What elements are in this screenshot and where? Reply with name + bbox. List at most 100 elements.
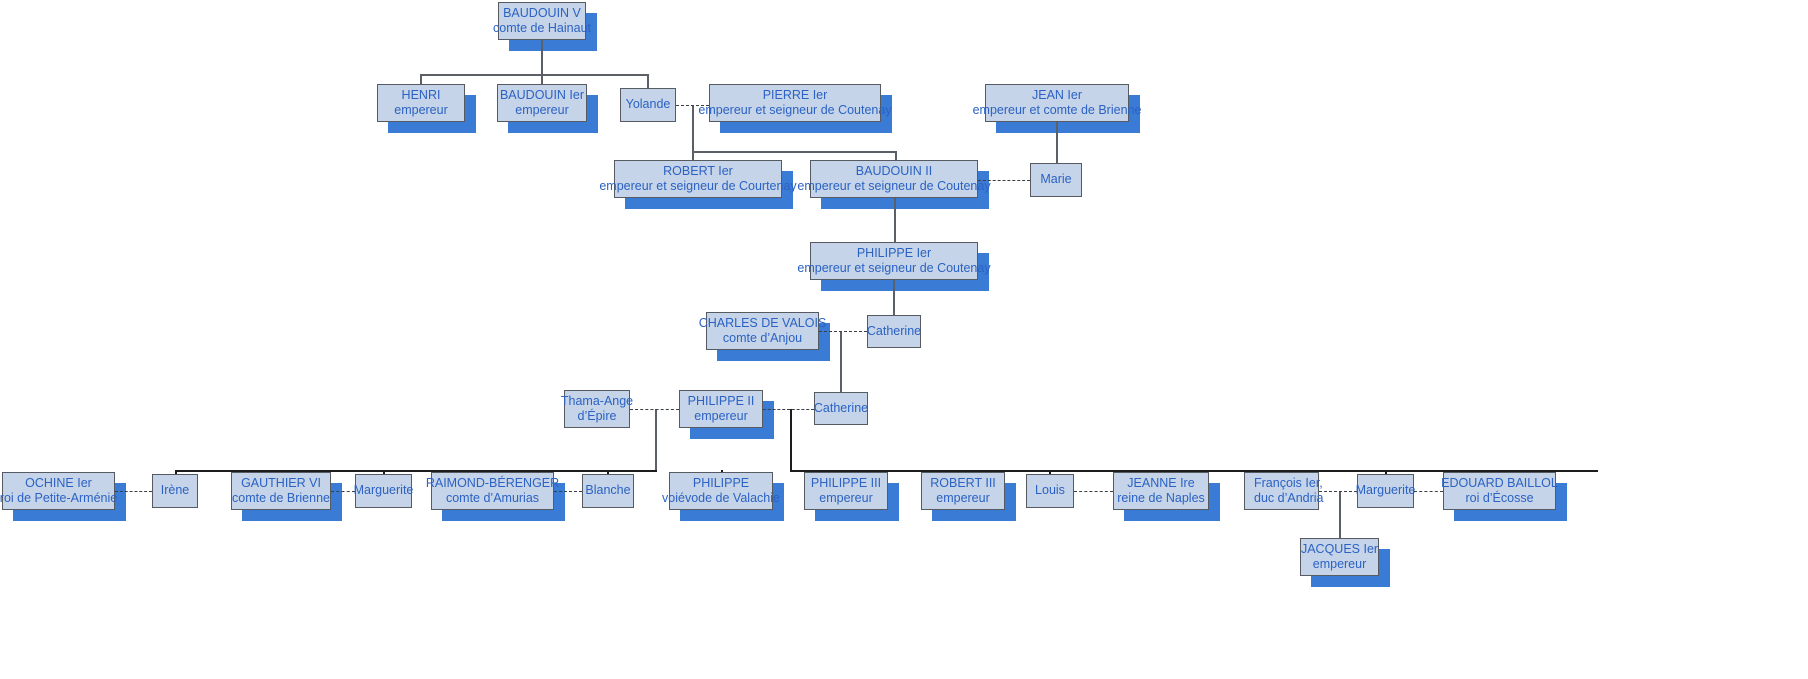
node-subtitle: empereur et seigneur de Coutenay <box>698 103 892 117</box>
connector-union-pierre-stem <box>692 106 694 153</box>
node-title: Irène <box>160 483 190 498</box>
marriage-baudouinii-marie <box>978 180 1030 181</box>
marriage-thama-philippeii <box>630 409 679 410</box>
node-subtitle: comte de Brienne <box>232 491 330 505</box>
node-title: PIERRE Ier <box>762 87 828 102</box>
node-subtitle: empereur et comte de Brienne <box>972 103 1142 117</box>
marriage-yolande-pierre <box>676 105 709 106</box>
node-subtitle: empereur et seigneur de Coutenay <box>797 179 991 193</box>
node-subtitle: empereur et seigneur de Courtenay <box>599 179 797 193</box>
marriage-charles-catherine <box>819 331 867 332</box>
connector-baudouinv-bus <box>420 74 648 76</box>
node-title: BAUDOUIN II <box>855 163 933 178</box>
node-subtitle: empereur <box>936 491 990 505</box>
drop-blanche <box>607 470 609 475</box>
node-subtitle: d’Épire <box>577 409 617 423</box>
drop-robert-iii <box>962 470 964 473</box>
node-yolande[interactable]: Yolande <box>620 88 676 122</box>
node-title: PHILIPPE <box>692 475 750 490</box>
node-subtitle: empereur <box>1312 557 1367 571</box>
connector-to-robert-ier <box>692 151 694 161</box>
node-title: OCHINE Ier <box>25 475 92 490</box>
node-title: CHARLES DE VALOIS <box>698 315 827 330</box>
connector-sibling-bus-right <box>790 470 1598 472</box>
node-title: Blanche <box>585 483 631 498</box>
marriage-philippeii-catherine2 <box>763 409 814 410</box>
node-subtitle: duc d’Andria <box>1254 491 1324 505</box>
node-blanche[interactable]: Blanche <box>582 474 634 508</box>
drop-irene <box>175 470 177 475</box>
node-title: Marguerite <box>1355 483 1416 498</box>
node-title: Marie <box>1040 172 1072 187</box>
node-title: Thama-Ange <box>560 393 634 408</box>
node-title: BAUDOUIN V <box>503 5 581 20</box>
node-subtitle: roi d’Écosse <box>1465 491 1534 505</box>
node-subtitle: empereur <box>694 409 748 423</box>
node-subtitle: empereur <box>819 491 873 505</box>
node-irene[interactable]: Irène <box>152 474 198 508</box>
node-title: EDOUARD BAILLOL <box>1441 475 1558 490</box>
node-title: GAUTHIER VI <box>241 475 321 490</box>
connector-pierre-bus <box>692 151 896 153</box>
marriage-louis-jeanne <box>1074 491 1113 492</box>
node-title: HENRI <box>401 87 441 102</box>
node-subtitle: comte d’Anjou <box>722 331 803 345</box>
connector-sibling-bus-left <box>175 470 657 472</box>
node-subtitle: roi de Petite-Arménie <box>0 491 118 505</box>
node-marguerite_2[interactable]: Marguerite <box>1355 474 1416 508</box>
marriage-ochine-irene <box>115 491 152 492</box>
node-subtitle: voiévode de Valachie <box>662 491 780 505</box>
node-catherine_1[interactable]: Catherine <box>867 315 921 348</box>
node-subtitle: empereur <box>515 103 569 117</box>
connector-jean-to-marie <box>1056 122 1058 164</box>
node-title: Yolande <box>625 97 671 112</box>
node-subtitle: comte de Hainaut <box>493 21 591 35</box>
connector-to-baudouin-ier <box>541 74 543 85</box>
node-title: Catherine <box>813 400 869 415</box>
node-title: Louis <box>1035 483 1065 498</box>
node-title: Marguerite <box>353 483 414 498</box>
node-francois_ier[interactable]: François Ier,duc d’Andria <box>1244 472 1324 510</box>
marriage-gauthier-marguerite <box>331 491 355 492</box>
node-title: JACQUES Ier <box>1300 541 1379 556</box>
connector-union-catherine2-stem <box>790 409 792 471</box>
node-marie[interactable]: Marie <box>1030 163 1082 197</box>
node-catherine_2[interactable]: Catherine <box>814 392 868 425</box>
connector-philippeier-to-catherine <box>893 280 895 316</box>
node-marguerite_1[interactable]: Marguerite <box>353 474 414 508</box>
drop-louis <box>1049 470 1051 475</box>
node-title: ROBERT III <box>930 475 996 490</box>
node-title: RAIMOND-BÉRENGER <box>425 475 560 490</box>
node-louis[interactable]: Louis <box>1026 474 1074 508</box>
connector-baudouinv-stem <box>541 40 543 75</box>
node-subtitle: comte d’Amurias <box>445 491 540 505</box>
node-title: BAUDOUIN Ier <box>499 87 585 102</box>
connector-to-yolande <box>647 74 649 89</box>
connector-to-baudouin-ii <box>895 151 897 161</box>
marriage-francois-marguerite2 <box>1319 491 1357 492</box>
connector-union-thama-stem <box>655 409 657 471</box>
drop-marguerite-2 <box>1385 470 1387 475</box>
drop-marguerite-1 <box>383 470 385 475</box>
